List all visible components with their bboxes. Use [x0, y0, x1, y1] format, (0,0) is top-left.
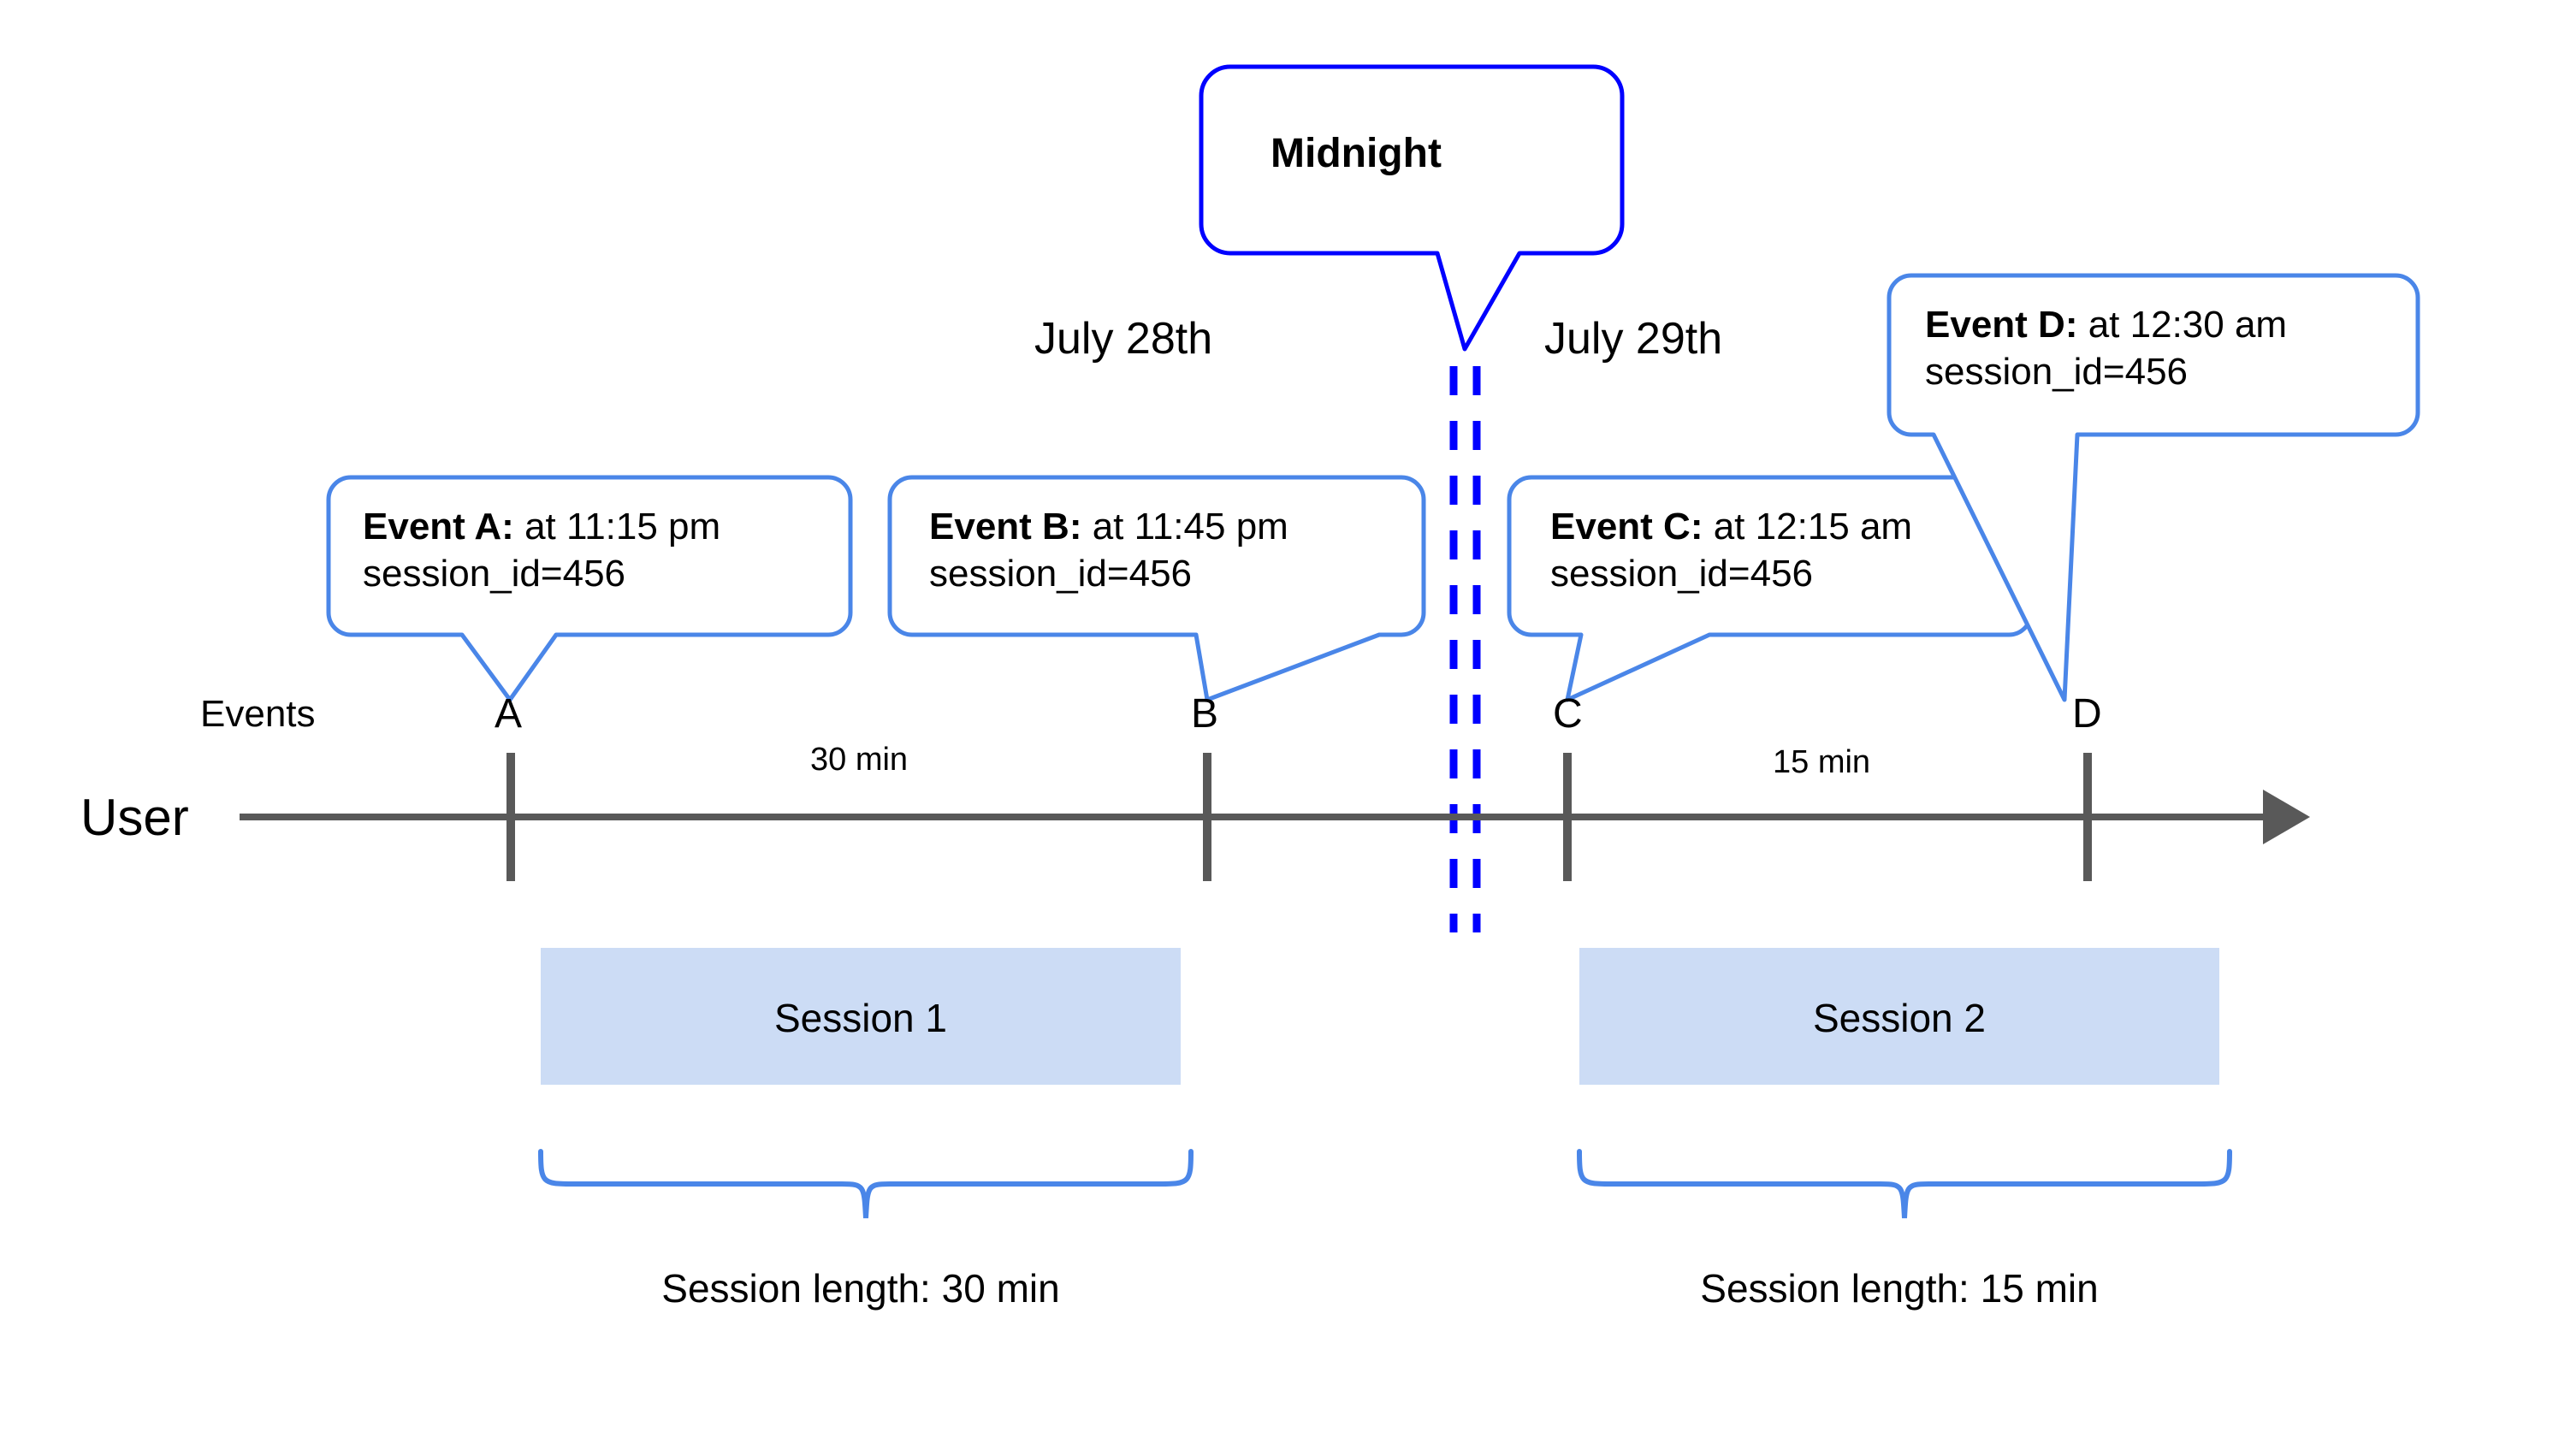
midnight-label: Midnight: [1271, 131, 1442, 176]
event-d-label: Event D:: [1925, 304, 2078, 346]
date-label-left: July 28th: [1034, 314, 1213, 364]
event-d-session-id: session_id=456: [1925, 351, 2189, 393]
timeline-ticks: [506, 753, 2092, 881]
event-c-callout-text: Event C: at 12:15 am session_id=456: [1550, 503, 1912, 597]
midnight-divider-lines: [1449, 366, 1481, 932]
session-2-length-label: Session length: 15 min: [1700, 1266, 2099, 1311]
tick-letter-d: D: [2072, 691, 2102, 737]
session-2-box: [1579, 948, 2219, 1085]
gap-label-2: 15 min: [1773, 744, 1871, 780]
event-c-label: Event C:: [1550, 506, 1703, 547]
event-a-label: Event A:: [363, 506, 514, 547]
user-row-label: User: [80, 789, 189, 846]
session-1-label: Session 1: [773, 996, 947, 1040]
event-a-session-id: session_id=456: [363, 553, 626, 595]
session-1-box: [541, 948, 1181, 1085]
event-d-callout-shape: [1887, 273, 2420, 702]
session-1-length-label: Session length: 30 min: [661, 1266, 1060, 1311]
timeline-axis: [240, 790, 2310, 844]
events-row-label: Events: [200, 693, 316, 735]
tick-letter-c: C: [1553, 691, 1583, 737]
event-c-detail: at 12:15 am: [1703, 506, 1913, 547]
event-a-callout-text: Event A: at 11:15 pm session_id=456: [363, 503, 720, 597]
session-boxes: [541, 948, 2219, 1085]
event-b-detail: at 11:45 pm: [1081, 506, 1288, 547]
date-label-right: July 29th: [1544, 314, 1723, 364]
event-b-callout-text: Event B: at 11:45 pm session_id=456: [929, 503, 1288, 597]
gap-label-1: 30 min: [810, 742, 909, 778]
event-d-callout-text: Event D: at 12:30 am session_id=456: [1925, 301, 2287, 395]
event-b-callout-shape: [887, 475, 1426, 702]
axis-arrowhead: [2263, 790, 2310, 844]
event-b-label: Event B:: [929, 506, 1082, 547]
tick-letter-a: A: [495, 691, 523, 737]
session-1-brace: [538, 1149, 1194, 1219]
event-b-session-id: session_id=456: [929, 553, 1193, 595]
session-2-brace: [1577, 1149, 2232, 1219]
event-d-detail: at 12:30 am: [2077, 304, 2288, 346]
session-2-label: Session 2: [1812, 996, 1986, 1040]
event-a-detail: at 11:15 pm: [513, 506, 721, 547]
event-a-callout-shape: [326, 475, 853, 702]
tick-letter-b: B: [1191, 691, 1219, 737]
midnight-callout-shape: [1199, 64, 1625, 352]
event-c-session-id: session_id=456: [1550, 553, 1814, 595]
session-braces: [538, 1149, 2232, 1219]
